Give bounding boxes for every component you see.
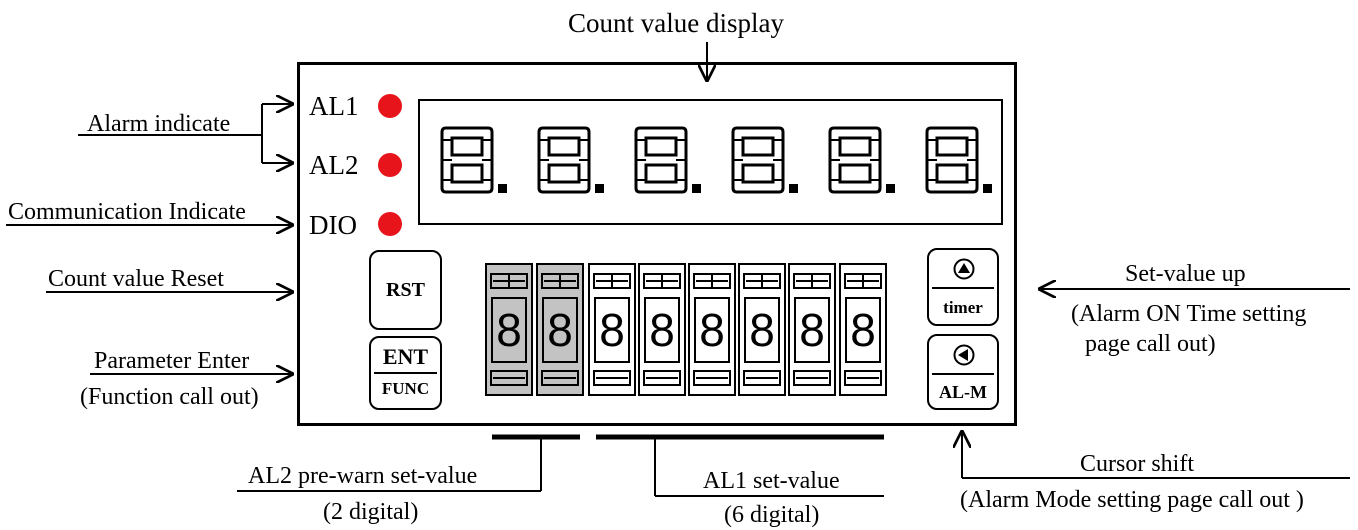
thumbwheel-digit-value: 8 bbox=[845, 297, 881, 363]
device-front-panel bbox=[297, 62, 1017, 426]
thumbwheel-digit[interactable]: 8 bbox=[839, 263, 887, 396]
thumbwheel-digit-value: 8 bbox=[644, 297, 680, 363]
decrement-icon[interactable] bbox=[643, 370, 681, 386]
function-call-out-label: (Function call out) bbox=[80, 384, 259, 410]
left-triangle-icon bbox=[953, 344, 975, 366]
decrement-icon[interactable] bbox=[793, 370, 831, 386]
al1-led-icon bbox=[378, 94, 402, 118]
alarm-indicate-label: Alarm indicate bbox=[87, 111, 231, 137]
al2-indicator-label: AL2 bbox=[309, 150, 359, 180]
decrement-icon[interactable] bbox=[743, 370, 781, 386]
seven-segment-digit bbox=[925, 126, 992, 194]
increment-icon[interactable] bbox=[693, 273, 731, 289]
ent-button-label: ENT bbox=[382, 344, 429, 369]
decimal-point bbox=[498, 184, 507, 193]
up-triangle-icon bbox=[953, 258, 975, 280]
increment-icon[interactable] bbox=[793, 273, 831, 289]
thumbwheel-digit[interactable]: 8 bbox=[536, 263, 584, 396]
func-button-label: FUNC bbox=[381, 379, 430, 398]
thumbwheel-digit[interactable]: 8 bbox=[485, 263, 533, 396]
decimal-point bbox=[983, 184, 992, 193]
seven-segment-digit bbox=[440, 126, 507, 194]
thumbwheel-digit-value: 8 bbox=[491, 297, 527, 363]
increment-icon[interactable] bbox=[593, 273, 631, 289]
count-value-display-label: Count value display bbox=[568, 8, 784, 38]
thumbwheel-digit-value: 8 bbox=[744, 297, 780, 363]
decimal-point bbox=[789, 184, 798, 193]
thumbwheel-digit[interactable]: 8 bbox=[738, 263, 786, 396]
increment-icon[interactable] bbox=[541, 273, 579, 289]
communication-indicate-label: Communication Indicate bbox=[8, 199, 246, 225]
thumbwheel-digit[interactable]: 8 bbox=[588, 263, 636, 396]
al1-setvalue-label: AL1 set-value bbox=[703, 468, 840, 494]
decrement-icon[interactable] bbox=[693, 370, 731, 386]
alarm-on-time-label-2: page call out) bbox=[1085, 331, 1216, 357]
seven-segment-digit bbox=[731, 126, 798, 194]
al2-led-icon bbox=[378, 153, 402, 177]
increment-icon[interactable] bbox=[490, 273, 528, 289]
decimal-point bbox=[886, 184, 895, 193]
alm-divider bbox=[932, 373, 994, 375]
dio-led-icon bbox=[378, 212, 402, 236]
decimal-point bbox=[692, 184, 701, 193]
thumbwheel-digit-value: 8 bbox=[694, 297, 730, 363]
increment-icon[interactable] bbox=[743, 273, 781, 289]
decrement-icon[interactable] bbox=[490, 370, 528, 386]
al1-indicator-label: AL1 bbox=[309, 91, 359, 121]
parameter-enter-label: Parameter Enter bbox=[94, 348, 250, 374]
al1-digits-label: (6 digital) bbox=[724, 502, 820, 528]
set-value-up-button[interactable]: timer bbox=[927, 248, 999, 326]
set-value-up-label: Set-value up bbox=[1125, 261, 1246, 287]
thumbwheel-digit[interactable]: 8 bbox=[788, 263, 836, 396]
alm-button-label: AL-M bbox=[939, 382, 987, 402]
thumbwheel-digit[interactable]: 8 bbox=[688, 263, 736, 396]
decimal-point bbox=[595, 184, 604, 193]
increment-icon[interactable] bbox=[643, 273, 681, 289]
rst-button-label: RST bbox=[386, 279, 425, 301]
thumbwheel-digit-value: 8 bbox=[794, 297, 830, 363]
thumbwheel-digit-value: 8 bbox=[542, 297, 578, 363]
timer-button-label: timer bbox=[943, 298, 983, 317]
cursor-shift-label: Cursor shift bbox=[1080, 451, 1194, 477]
seven-segment-digit bbox=[537, 126, 604, 194]
decrement-icon[interactable] bbox=[844, 370, 882, 386]
al2-digits-label: (2 digital) bbox=[323, 499, 419, 525]
count-value-display bbox=[418, 99, 1003, 225]
cursor-shift-button[interactable]: AL-M bbox=[927, 334, 999, 410]
al2-prewarn-label: AL2 pre-warn set-value bbox=[248, 463, 478, 489]
ent-func-button[interactable]: ENT FUNC bbox=[369, 336, 442, 410]
thumbwheel-digit-value: 8 bbox=[594, 297, 630, 363]
rst-button[interactable]: RST bbox=[369, 250, 442, 330]
timer-divider bbox=[932, 287, 994, 289]
count-value-reset-label: Count value Reset bbox=[48, 266, 224, 292]
dio-indicator-label: DIO bbox=[309, 210, 357, 240]
decrement-icon[interactable] bbox=[541, 370, 579, 386]
decrement-icon[interactable] bbox=[593, 370, 631, 386]
seven-segment-digit bbox=[828, 126, 895, 194]
alarm-mode-page-label: (Alarm Mode setting page call out ) bbox=[960, 487, 1304, 513]
thumbwheel-digit[interactable]: 8 bbox=[638, 263, 686, 396]
increment-icon[interactable] bbox=[844, 273, 882, 289]
alarm-on-time-label-1: (Alarm ON Time setting bbox=[1071, 301, 1307, 327]
ent-func-divider bbox=[374, 372, 437, 374]
seven-segment-digit bbox=[634, 126, 701, 194]
